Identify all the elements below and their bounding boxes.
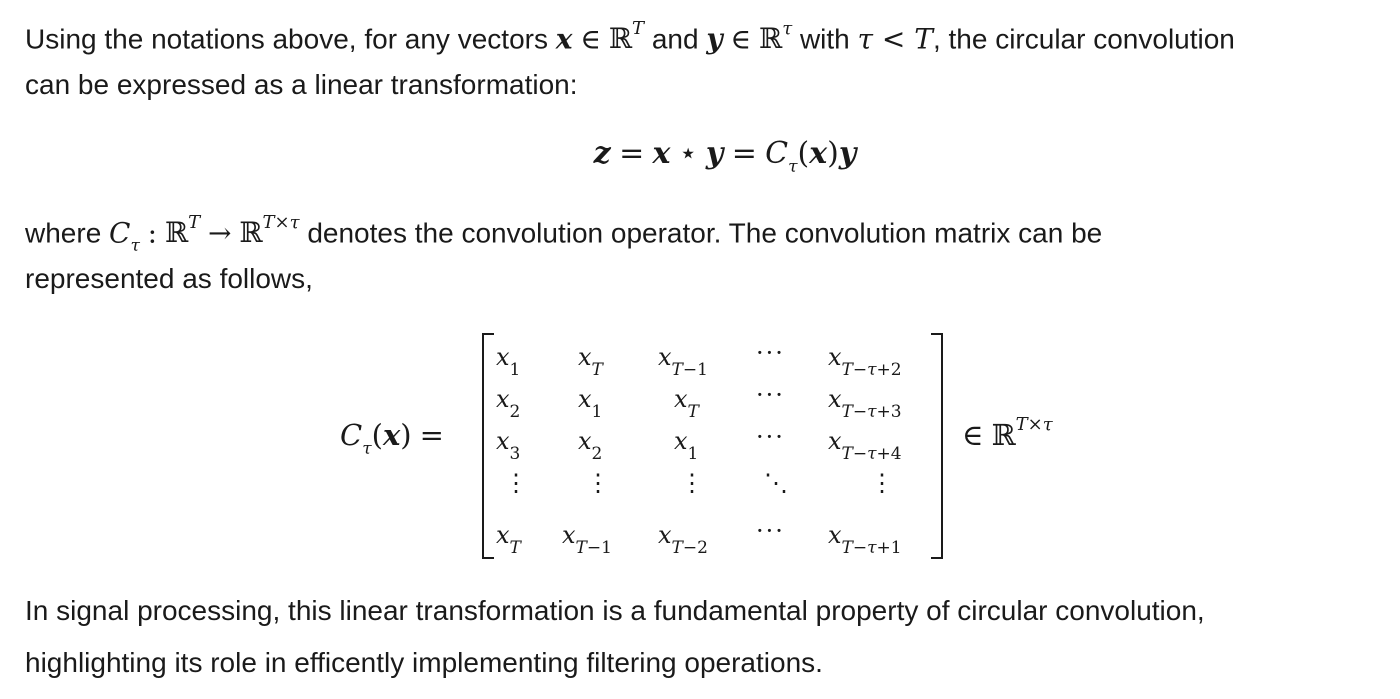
convolution-matrix: x1 xT xT−1 ··· xT−τ+2 x2 x1 xT ··· xT−τ+…	[480, 333, 945, 559]
intro-tail: , the circular convolution	[932, 23, 1235, 55]
math-reals: ℝτ	[758, 18, 793, 56]
matrix-cell: x1	[496, 343, 521, 380]
matrix-cell: xT−τ+4	[828, 427, 902, 464]
matrix-cell: xT	[578, 343, 603, 380]
left-bracket	[482, 333, 494, 559]
matrix-cell: xT	[496, 521, 521, 558]
matrix-cell: xT−τ+3	[828, 385, 902, 422]
intro-with: with	[799, 23, 850, 55]
matrix-cell: ⋱	[764, 469, 788, 497]
math-in: ∈	[580, 22, 601, 56]
closing-line-2: highlighting its role in efficently impl…	[25, 647, 823, 678]
where-word: where	[25, 217, 102, 249]
intro-line-2: can be expressed as a linear transformat…	[25, 69, 578, 100]
matrix-cell: x1	[674, 427, 699, 464]
intro-line-1: Using the notations above, for any vecto…	[25, 7, 1395, 65]
math-operator-c: C	[109, 216, 131, 250]
matrix-lhs: Cτ(x) =	[340, 418, 444, 459]
matrix-cell: x2	[496, 385, 521, 422]
where-tail: denotes the convolution operator. The co…	[307, 217, 1103, 249]
matrix-cell: xT−1	[562, 521, 612, 558]
matrix-cell: ···	[756, 381, 785, 409]
matrix-cell: xT	[674, 385, 699, 422]
matrix-rhs: ∈ ℝT×τ	[962, 414, 1053, 452]
right-bracket	[931, 333, 943, 559]
matrix-cell: ⋮	[680, 469, 704, 497]
convolution-equation: z = x ⋆ y = Cτ(x)y	[593, 136, 857, 177]
math-reals: ℝT	[608, 18, 645, 56]
matrix-cell: ⋮	[586, 469, 610, 497]
matrix-cell: ···	[756, 423, 785, 451]
matrix-cell: x2	[578, 427, 603, 464]
matrix-cell: xT−1	[658, 343, 708, 380]
matrix-cell: x1	[578, 385, 603, 422]
matrix-cell: ···	[756, 339, 785, 367]
closing-line-1: In signal processing, this linear transf…	[25, 595, 1205, 626]
where-line-2: represented as follows,	[25, 263, 313, 294]
intro-and: and	[651, 23, 699, 55]
intro-text-1: Using the notations above, for any vecto…	[25, 23, 548, 55]
where-line-1: where Cτ : ℝT → ℝT×τ denotes the convolu…	[25, 212, 1103, 256]
matrix-cell: xT−2	[658, 521, 708, 558]
matrix-cell: ⋮	[504, 469, 528, 497]
math-x-vector: x	[555, 22, 573, 56]
math-in: ∈	[730, 22, 752, 56]
matrix-cell: xT−τ+2	[828, 343, 902, 380]
math-tau-lt-T: τ < T	[857, 22, 933, 56]
matrix-cell: ···	[756, 517, 785, 545]
matrix-cell: x3	[496, 427, 521, 464]
matrix-cell: ⋮	[870, 469, 894, 497]
matrix-cell: xT−τ+1	[828, 521, 902, 558]
math-y-vector: y	[706, 22, 723, 56]
